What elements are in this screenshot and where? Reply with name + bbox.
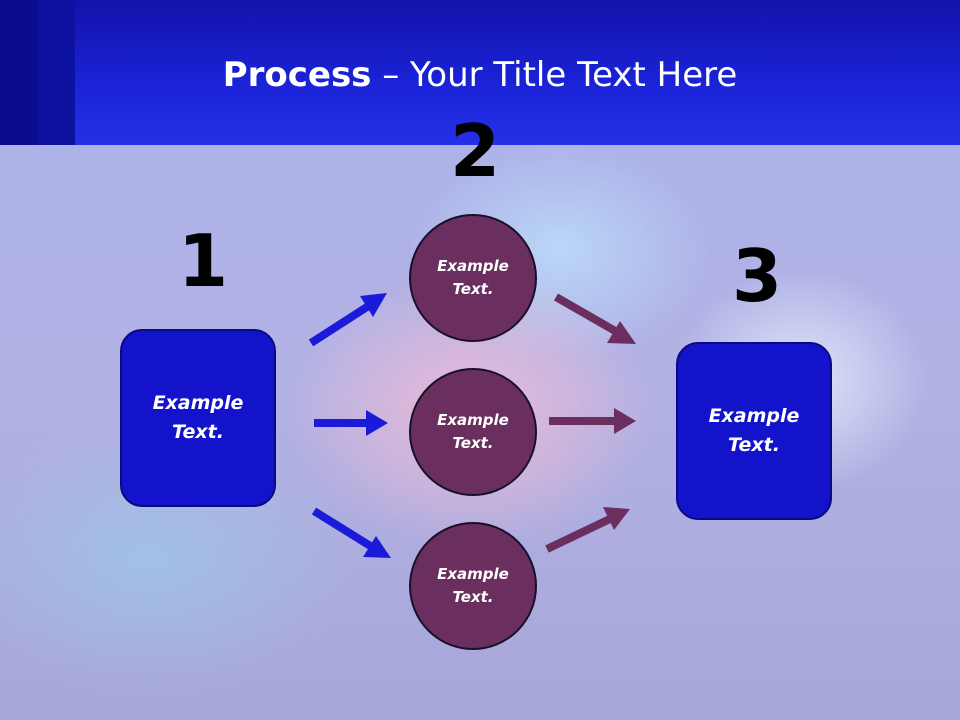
arrow-head	[603, 507, 630, 530]
arrow-from-middle-circle	[549, 408, 636, 434]
arrow-head	[360, 293, 387, 317]
arrow-to-middle-circle	[314, 410, 388, 436]
arrow-shaft	[545, 514, 614, 553]
arrow-head	[363, 536, 391, 558]
step-number-3: 3	[732, 234, 783, 318]
left-process-box: Example Text.	[120, 329, 276, 507]
arrow-shaft	[311, 507, 375, 551]
arrow-shaft	[554, 293, 619, 336]
arrow-head	[607, 321, 636, 344]
right-process-box: Example Text.	[676, 342, 832, 520]
step-number-1: 1	[178, 219, 229, 303]
left-box-text: Example Text.	[152, 392, 244, 443]
arrow-from-top-circle	[554, 293, 636, 344]
circle-middle: Example Text.	[409, 368, 537, 496]
step-number-2: 2	[450, 109, 501, 193]
arrow-to-bottom-circle	[311, 507, 391, 558]
slide-title: Process – Your Title Text Here	[0, 55, 960, 95]
arrow-head	[366, 410, 388, 436]
arrow-head	[614, 408, 636, 434]
title-rest: – Your Title Text Here	[371, 55, 738, 95]
purple-arrows	[545, 293, 636, 553]
circle-top-text: Example Text.	[437, 257, 509, 298]
title-banner	[0, 0, 960, 145]
title-bold: Process	[222, 55, 372, 95]
circle-bottom-text: Example Text.	[437, 565, 509, 606]
banner-stripe-dark	[0, 0, 38, 145]
arrow-shaft	[308, 301, 373, 347]
arrow-from-bottom-circle	[545, 507, 630, 553]
circle-bottom: Example Text.	[409, 522, 537, 650]
right-box-text: Example Text.	[708, 405, 800, 456]
circle-top: Example Text.	[409, 214, 537, 342]
blue-arrows	[308, 293, 391, 558]
circle-middle-text: Example Text.	[437, 411, 509, 452]
arrow-to-top-circle	[308, 293, 387, 347]
